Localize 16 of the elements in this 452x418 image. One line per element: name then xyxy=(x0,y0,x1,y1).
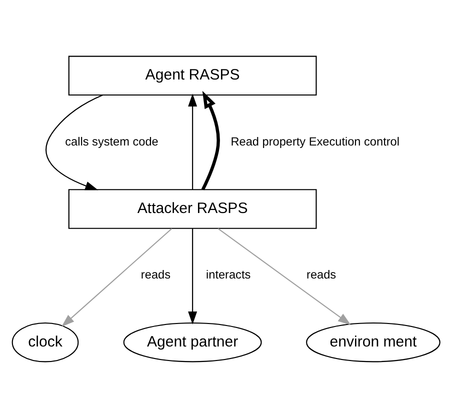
node-box: Agent RASPS xyxy=(68,56,317,96)
node-ellipse: environ ment xyxy=(306,322,440,362)
edge-label: calls system code xyxy=(65,134,158,148)
node-box: Attacker RASPS xyxy=(68,189,317,229)
arrow xyxy=(62,228,172,327)
edge-label: interacts xyxy=(206,268,251,282)
edge-label: reads xyxy=(140,268,171,282)
node-ellipse: clock xyxy=(12,322,79,362)
arrow xyxy=(46,94,103,190)
arrow xyxy=(201,90,220,190)
arrow xyxy=(188,94,198,190)
edge-label: reads xyxy=(306,268,336,282)
node-ellipse: Agent partner xyxy=(123,322,262,362)
edge-label: Read property Execution control xyxy=(230,134,400,148)
arrow xyxy=(218,228,351,326)
arrow xyxy=(188,228,198,324)
